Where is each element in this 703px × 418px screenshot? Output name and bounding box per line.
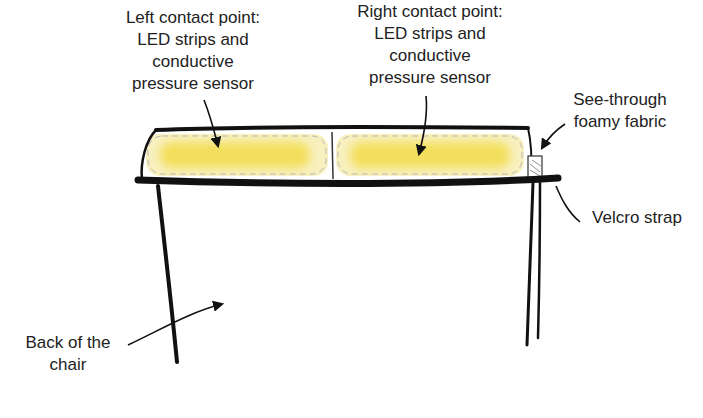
right-led-glow xyxy=(350,142,510,168)
leader-line xyxy=(204,100,218,146)
leader-line xyxy=(556,186,580,222)
leader-line xyxy=(128,304,222,345)
divider-line xyxy=(332,132,333,179)
left-led-glow xyxy=(160,142,310,168)
bar-bottom-outline xyxy=(138,178,558,184)
right-pad xyxy=(336,134,524,176)
right-pad-outline xyxy=(338,136,522,174)
left-pad xyxy=(146,134,328,176)
leader-line xyxy=(542,124,565,148)
callout-label: Velcro strap xyxy=(578,207,696,229)
velcro-strap xyxy=(528,156,542,178)
bar-left-end xyxy=(142,130,156,180)
velcro-hatch xyxy=(530,160,541,176)
bar-top-outline xyxy=(156,127,528,130)
leader-line xyxy=(419,96,427,154)
callout-label: Back of the chair xyxy=(13,332,123,376)
callout-label: See-through foamy fabric xyxy=(560,89,680,133)
callout-label: Left contact point: LED strips and condu… xyxy=(118,7,268,95)
callout-label: Right contact point: LED strips and cond… xyxy=(355,1,505,89)
right-chair-post xyxy=(527,182,533,345)
left-chair-post xyxy=(158,186,177,362)
left-pad-outline xyxy=(148,136,326,174)
right-chair-post-back xyxy=(538,182,540,338)
